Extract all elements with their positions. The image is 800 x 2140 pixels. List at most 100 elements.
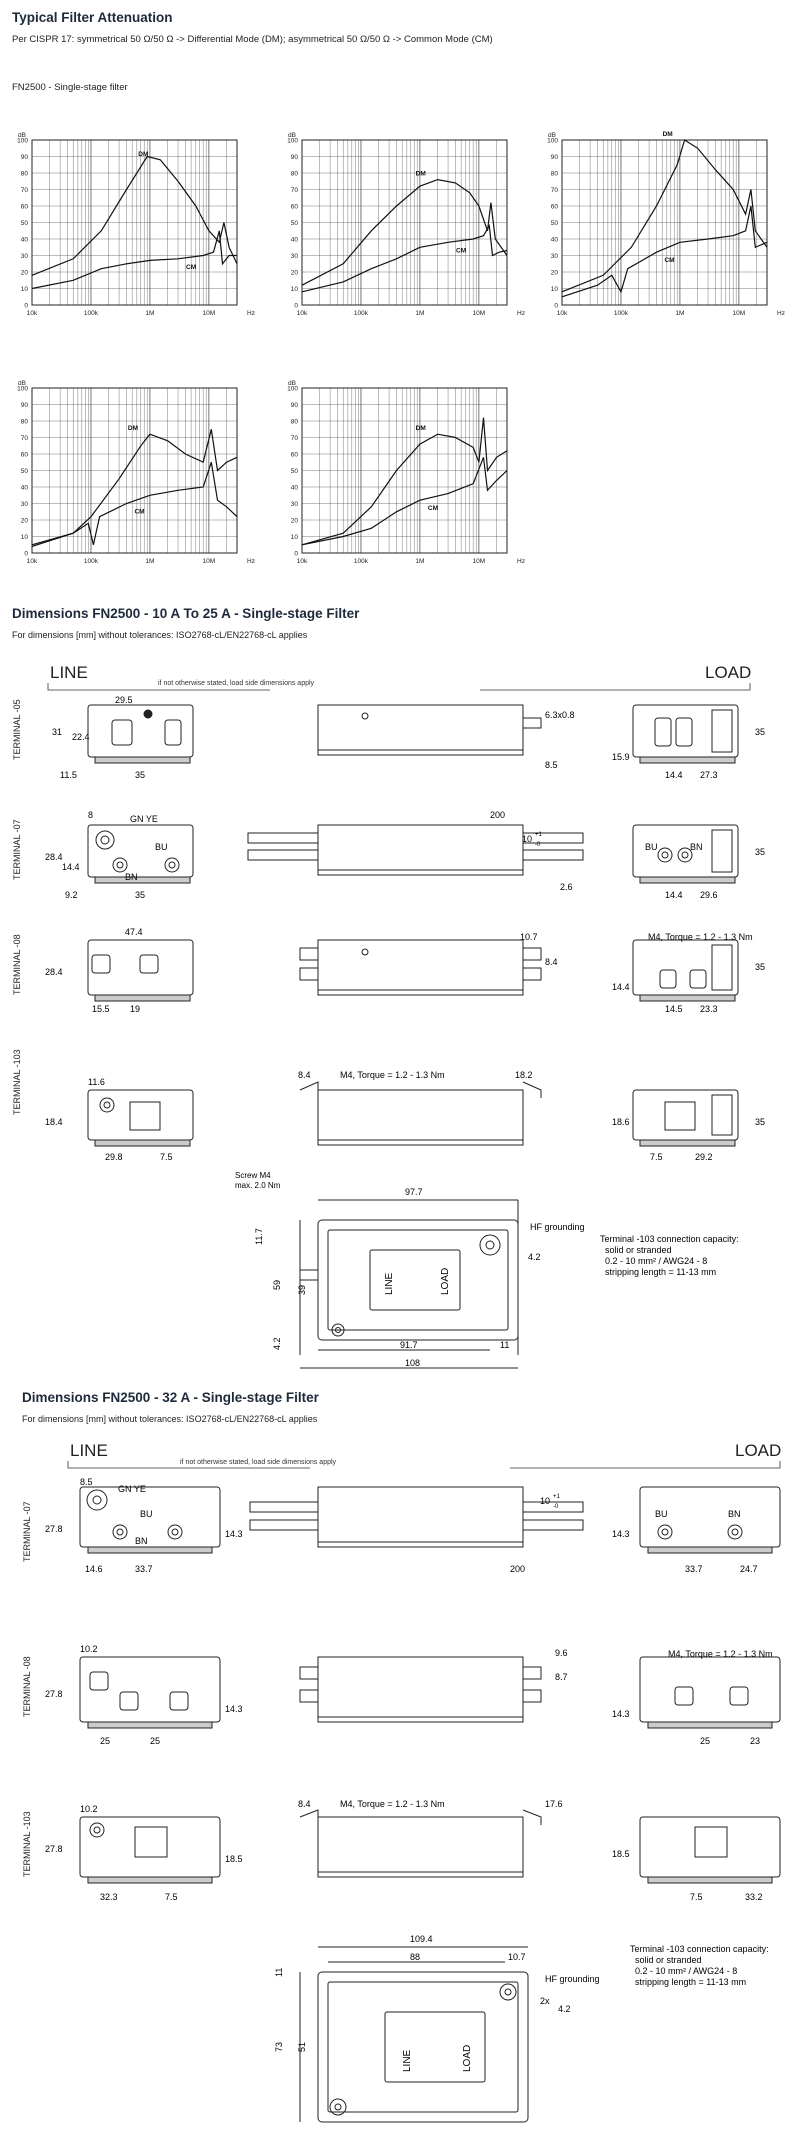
dims-b-row-2-label: TERMINAL -08: [22, 1656, 32, 1717]
dim-a-r1-m0: 6.3x0.8: [545, 710, 575, 720]
y-tick-label: 0: [24, 303, 28, 310]
y-tick-label: 40: [551, 237, 559, 244]
y-tick-label: 40: [21, 485, 29, 492]
y-tick-label: 30: [551, 253, 559, 260]
dim-b-r2-r3: 23: [750, 1736, 760, 1746]
dim-a-r4-m2: 18.2: [515, 1070, 533, 1080]
y-axis-label: dB: [18, 132, 26, 139]
y-tick-label: 60: [551, 204, 559, 211]
dim-b-r1-m0: 10: [540, 1496, 550, 1506]
dim-b-r3-l0: 10.2: [80, 1804, 98, 1814]
dims-b-row-3-label: TERMINAL -103: [22, 1811, 32, 1877]
dim-b-r2-l4: 25: [150, 1736, 160, 1746]
dim-a-r4-m0: 8.4: [298, 1070, 311, 1080]
series-label-dm: DM: [416, 425, 426, 432]
dim-b-r1-m3: 200: [510, 1564, 525, 1574]
x-tick-label: 10k: [27, 310, 38, 317]
series-line-cm: [301, 223, 508, 293]
dims-a-row-3-label: TERMINAL -08: [12, 934, 22, 995]
y-tick-label: 80: [21, 419, 29, 426]
x-axis-label: Hz: [517, 558, 525, 565]
dim-b-r2-l0: 10.2: [80, 1644, 98, 1654]
y-tick-label: 100: [17, 138, 28, 145]
x-axis-label: Hz: [247, 558, 255, 565]
x-tick-label: 100k: [354, 310, 369, 317]
dim-a-r3-r2: 14.4: [612, 982, 630, 992]
series-line-dm: [301, 178, 508, 286]
y-axis-label: dB: [288, 380, 296, 387]
dims-a-note: For dimensions [mm] without tolerances: …: [12, 630, 308, 640]
dim-b-r2-m0: 9.6: [555, 1648, 568, 1658]
dim-b-top-w1: 109.4: [410, 1934, 433, 1944]
dim-a-r1-r0: 15.9: [612, 752, 630, 762]
dims-b-row-1-label: TERMINAL -07: [22, 1501, 32, 1562]
series-label: FN2500 - Single-stage filter: [12, 82, 128, 93]
x-tick-label: 1M: [415, 558, 424, 565]
x-axis-label: Hz: [247, 310, 255, 317]
dims-b-title: Dimensions FN2500 - 32 A - Single-stage …: [22, 1390, 319, 1405]
dim-b-r1-l6: 14.6: [85, 1564, 103, 1574]
y-tick-label: 20: [21, 270, 29, 277]
dim-a-r2-l5: BN: [125, 872, 138, 882]
y-axis-label: dB: [18, 380, 26, 387]
dim-b-r1-l0: 8.5: [80, 1477, 93, 1487]
y-tick-label: 50: [551, 220, 559, 227]
series-line-cm: [561, 205, 768, 298]
dim-b-r3-m2: 17.6: [545, 1799, 563, 1809]
x-tick-label: 10M: [473, 310, 486, 317]
y-tick-label: 80: [21, 171, 29, 178]
y-tick-label: 30: [291, 501, 299, 508]
dim-b-cap-2: 0.2 - 10 mm² / AWG24 - 8: [635, 1966, 737, 1976]
series-line-cm: [301, 457, 508, 546]
dim-b-r3-r1: 7.5: [690, 1892, 703, 1902]
dim-a-r3-r3: 14.5: [665, 1004, 683, 1014]
dim-a-r3-m1: 8.4: [545, 957, 558, 967]
dim-a-top-inner-load: LOAD: [440, 1268, 451, 1295]
dim-b-r2-r1: 14.3: [612, 1709, 630, 1719]
dim-b-top-r2: 4.2: [558, 2004, 571, 2014]
dim-a-r2-m4: 2.6: [560, 882, 573, 892]
dim-a-top-h4: 4.2: [272, 1337, 282, 1350]
y-tick-label: 80: [291, 419, 299, 426]
x-tick-label: 1M: [675, 310, 684, 317]
series-line-dm: [31, 155, 238, 276]
dims-a-line-label: LINE: [50, 663, 88, 682]
dim-a-r2-m2: +1: [535, 832, 543, 838]
dim-a-top-w4: 108: [405, 1358, 420, 1368]
dim-b-top-r: 2x: [540, 1996, 550, 2006]
x-axis-label: Hz: [777, 310, 785, 317]
x-tick-label: 1M: [145, 558, 154, 565]
dim-b-r1-r1: BN: [728, 1509, 741, 1519]
y-tick-label: 10: [291, 534, 299, 541]
attenuation-title: Typical Filter Attenuation: [12, 10, 173, 25]
y-tick-label: 70: [21, 435, 29, 442]
y-tick-label: 100: [287, 138, 298, 145]
y-axis-label: dB: [288, 132, 296, 139]
dim-b-cap-0: Terminal -103 connection capacity:: [630, 1944, 769, 1954]
dim-a-r2-l0: 8: [88, 810, 93, 820]
dim-b-cap-1: solid or stranded: [635, 1955, 702, 1965]
dim-a-r1-l1: 31: [52, 727, 62, 737]
y-tick-label: 0: [294, 303, 298, 310]
dim-a-top-w2: 91.7: [400, 1340, 418, 1350]
dim-a-top-inner-line: LINE: [384, 1272, 395, 1295]
x-tick-label: 100k: [84, 310, 99, 317]
dim-b-r1-r0: BU: [655, 1509, 668, 1519]
dim-b-r3-r0: 18.5: [612, 1849, 630, 1859]
y-tick-label: 20: [551, 270, 559, 277]
x-tick-label: 1M: [415, 310, 424, 317]
x-tick-label: 100k: [84, 558, 99, 565]
x-tick-label: 10k: [557, 310, 568, 317]
y-tick-label: 90: [291, 402, 299, 409]
dim-b-r2-l2: 14.3: [225, 1704, 243, 1714]
dims-b-stated-note: if not otherwise stated, load side dimen…: [180, 1459, 337, 1466]
x-tick-label: 100k: [614, 310, 629, 317]
dim-a-r3-l0: 47.4: [125, 927, 143, 937]
dim-a-cap-3: stripping length = 11-13 mm: [605, 1267, 716, 1277]
dim-a-cap-2: 0.2 - 10 mm² / AWG24 - 8: [605, 1256, 707, 1266]
dims-b-note: For dimensions [mm] without tolerances: …: [22, 1414, 318, 1424]
dims-a-row-4-label: TERMINAL -103: [12, 1049, 22, 1115]
